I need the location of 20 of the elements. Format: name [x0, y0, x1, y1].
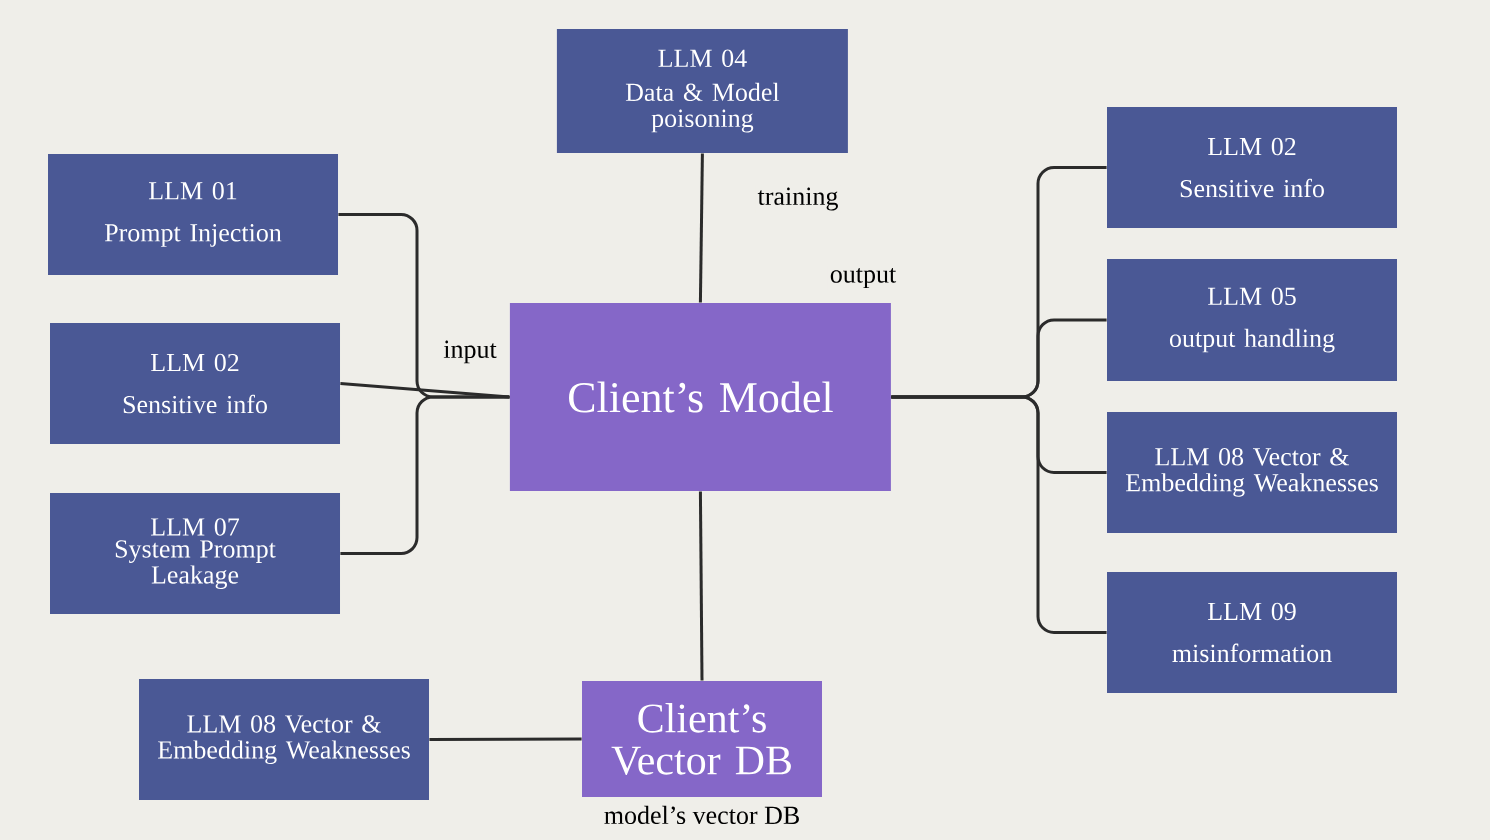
- connector-line: [340, 395, 510, 556]
- connector-line: [891, 395, 1107, 634]
- risk-box: LLM 09 misinformation: [1107, 571, 1397, 693]
- connector-line: [340, 382, 510, 399]
- risk-box: LLM 07 System Prompt Leakage: [50, 493, 340, 615]
- risk-box: LLM 02 Sensitive info: [1107, 107, 1397, 229]
- risk-box: LLM 04 Data & Model poisoning: [556, 29, 848, 153]
- risk-box: LLM 05 output handling: [1107, 259, 1397, 381]
- connector-line: [429, 737, 582, 742]
- risk-box: LLM 01 Prompt Injection: [48, 153, 338, 275]
- model-box: Client’s Vector DB: [582, 681, 822, 797]
- risk-box: LLM 08 Vector & Embedding Weaknesses: [139, 679, 429, 801]
- connector-line: [698, 153, 704, 303]
- risk-box: LLM 02 Sensitive info: [50, 323, 340, 445]
- node-label: model’s vector DB: [604, 805, 799, 825]
- model-box: Client’s Model: [509, 303, 891, 491]
- edge-label: input: [441, 338, 499, 366]
- connector-line: [698, 491, 704, 681]
- edge-label: training: [755, 185, 841, 213]
- risk-box: LLM 08 Vector & Embedding Weaknesses: [1107, 411, 1397, 533]
